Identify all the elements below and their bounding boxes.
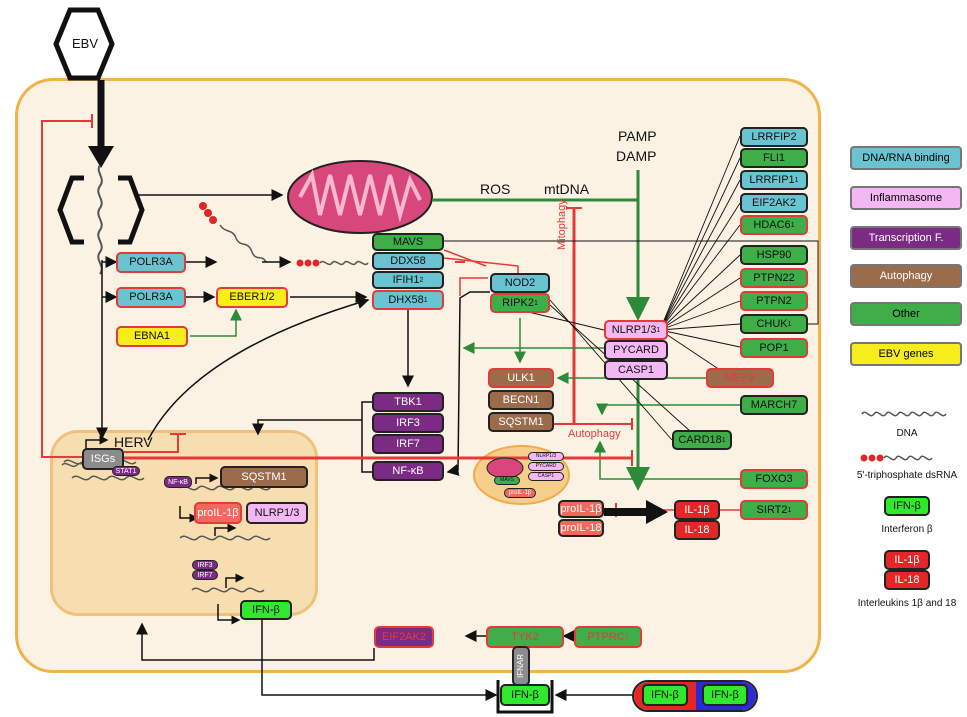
mitophagy-label: Mitophagy: [556, 199, 568, 250]
ebv-label: EBV: [72, 36, 99, 51]
sqstm1-box: SQSTM1: [488, 412, 554, 432]
nuc-ifnb-box: IFN-β: [240, 600, 292, 620]
capsid-shape: [57, 175, 84, 245]
legend-il18-box: IL-18: [884, 570, 930, 590]
right-gene-4: EIF2AK2: [740, 193, 808, 213]
eif2ak-box: EIF2AK2: [374, 626, 434, 648]
polr3a-box-1: POLR3A: [116, 252, 186, 273]
legend-dsrna-label: 5'-triphosphate dsRNA: [856, 470, 958, 481]
mtdna-label: mtDNA: [544, 181, 590, 197]
tbk1-box: TBK1: [372, 392, 444, 412]
il18-box: IL-18: [674, 520, 720, 540]
right-gene-1: LRRFIP2: [740, 127, 808, 147]
tyk2-box: TYK2: [486, 626, 564, 648]
ifnb-receptor-box: IFN-β: [500, 684, 550, 706]
mini-casp1-box: CASP1: [528, 472, 564, 481]
mitochondrion-shape: [287, 160, 433, 234]
right-gene-6: HSP90: [740, 245, 808, 265]
nuc-nlrp-box: NLRP1/3: [246, 502, 308, 524]
eber-box: EBER1/2: [216, 287, 288, 308]
mefv-box: MEFV: [706, 368, 774, 388]
nuc-sqstm1-box: SQSTM1: [220, 466, 308, 488]
irf7-box: IRF7: [372, 434, 444, 454]
isgs-box: ISGs: [82, 448, 124, 470]
legend-other: Other: [850, 302, 962, 326]
mini-mavs-box: MAVS: [494, 476, 520, 485]
legend-il1b-box: IL-1β: [884, 550, 930, 570]
foxo3-box: FOXO3: [740, 469, 808, 489]
damp-label: DAMP: [616, 148, 657, 164]
ifnar-box: IFNAR: [512, 646, 530, 686]
casp1-box: CASP1: [604, 360, 668, 380]
legend-ifnb-box: IFN-β: [884, 496, 930, 516]
herv-label: HERV: [114, 434, 153, 450]
ulk1-box: ULK1: [488, 368, 554, 388]
legend-inflammasome: Inflammasome: [850, 186, 962, 210]
right-gene-10: POP1: [740, 338, 808, 358]
polr3a-box-2: POLR3A: [116, 287, 186, 308]
right-gene-2: FLI1: [740, 148, 808, 168]
mini-pycard-box: PYCARD: [528, 462, 564, 471]
right-gene-8: PTPN2: [740, 291, 808, 311]
il1b-box: IL-1β: [674, 500, 720, 520]
autophagy-label: Autophagy: [568, 428, 621, 440]
nfkb-box: NF-κB: [372, 461, 444, 481]
ros-label: ROS: [480, 181, 511, 197]
legend-ebv: EBV genes: [850, 342, 962, 366]
legend-autophagy: Autophagy: [850, 264, 962, 288]
ebv-virus-shape: [53, 7, 115, 81]
proil1b-box: proIL-1β: [558, 500, 604, 518]
proil18-box: proIL-18: [558, 519, 604, 537]
nuc-nfkb-box: NF-κB: [164, 476, 192, 488]
ebna1-box: EBNA1: [116, 326, 188, 347]
nuc-irf3-box: IRF3: [192, 560, 218, 570]
legend-il-label: Interleukins 1β and 18: [857, 598, 957, 609]
march7-box: MARCH7: [740, 395, 808, 415]
nuc-irf7-box: IRF7: [192, 570, 218, 580]
legend-ifnb-label: Interferon β: [881, 524, 933, 535]
nod2-box: NOD2: [490, 273, 550, 293]
mini-nlrp-box: NLRP1/3: [528, 452, 564, 461]
mini-proil-box: proIL-1β: [504, 488, 536, 498]
pycard-box: PYCARD: [604, 340, 668, 360]
legend-dna-rna: DNA/RNA binding: [850, 146, 962, 170]
legend-dna-label: DNA: [896, 428, 918, 439]
mavs-box: MAVS: [372, 233, 444, 251]
becn1-box: BECN1: [488, 390, 554, 410]
irf3-box: IRF3: [372, 413, 444, 433]
external-ifnb-b: IFN-β: [702, 684, 748, 706]
nuc-proil-box: proIL-1β: [194, 502, 242, 524]
legend-transcription: Transcription F.: [850, 226, 962, 250]
right-gene-7: PTPN22: [740, 268, 808, 288]
pamp-label: PAMP: [618, 128, 657, 144]
external-ifnb-a: IFN-β: [642, 684, 688, 706]
ddx58-box: DDX58: [372, 252, 444, 270]
nuc-stat1-box: STAT1: [112, 466, 140, 476]
